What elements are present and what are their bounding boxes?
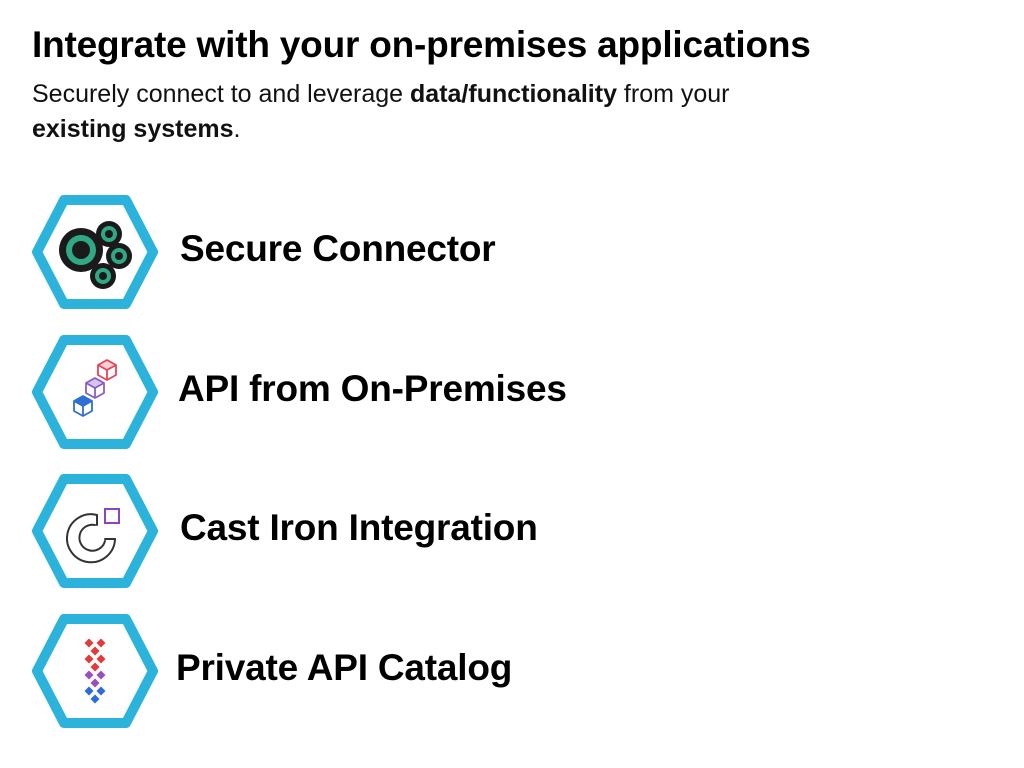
api-catalog-icon — [53, 629, 137, 713]
subtitle-text: Securely connect to and leverage — [32, 80, 411, 108]
catalog-diamond — [96, 638, 106, 648]
api-cubes-icon — [53, 350, 137, 434]
slide-title: Integrate with your on-premises applicat… — [32, 24, 811, 65]
subtitle-text: . — [233, 115, 241, 143]
feature-label: Cast Iron Integration — [180, 507, 538, 548]
subtitle-emphasis-data: data/functionality — [410, 80, 617, 108]
catalog-diamond — [96, 670, 106, 680]
feature-item-cast-iron: Cast Iron Integration — [32, 474, 792, 588]
catalog-diamond — [84, 638, 94, 648]
feature-item-api-on-premises: API from On-Premises — [32, 335, 792, 449]
slide-subtitle: Securely connect to and leverage data/fu… — [32, 77, 812, 147]
catalog-diamond — [84, 686, 94, 696]
catalog-diamond — [90, 662, 100, 672]
cast-iron-icon — [53, 489, 137, 573]
catalog-diamond — [90, 694, 100, 704]
feature-item-private-api-catalog: Private API Catalog — [32, 614, 792, 728]
feature-label: Secure Connector — [180, 228, 496, 269]
feature-label: API from On-Premises — [178, 368, 567, 409]
catalog-diamond — [90, 646, 100, 656]
feature-item-secure-connector: Secure Connector — [32, 195, 792, 309]
subtitle-text: from your — [616, 80, 730, 108]
hexagon-frame — [32, 474, 158, 588]
catalog-diamond — [96, 686, 106, 696]
feature-label: Private API Catalog — [176, 647, 513, 688]
catalog-diamond — [90, 678, 100, 688]
subtitle-emphasis-systems: existing systems — [32, 115, 234, 143]
secure-connector-icon — [53, 210, 137, 294]
catalog-diamond — [96, 654, 106, 664]
catalog-diamond — [84, 670, 94, 680]
catalog-diamond — [84, 654, 94, 664]
